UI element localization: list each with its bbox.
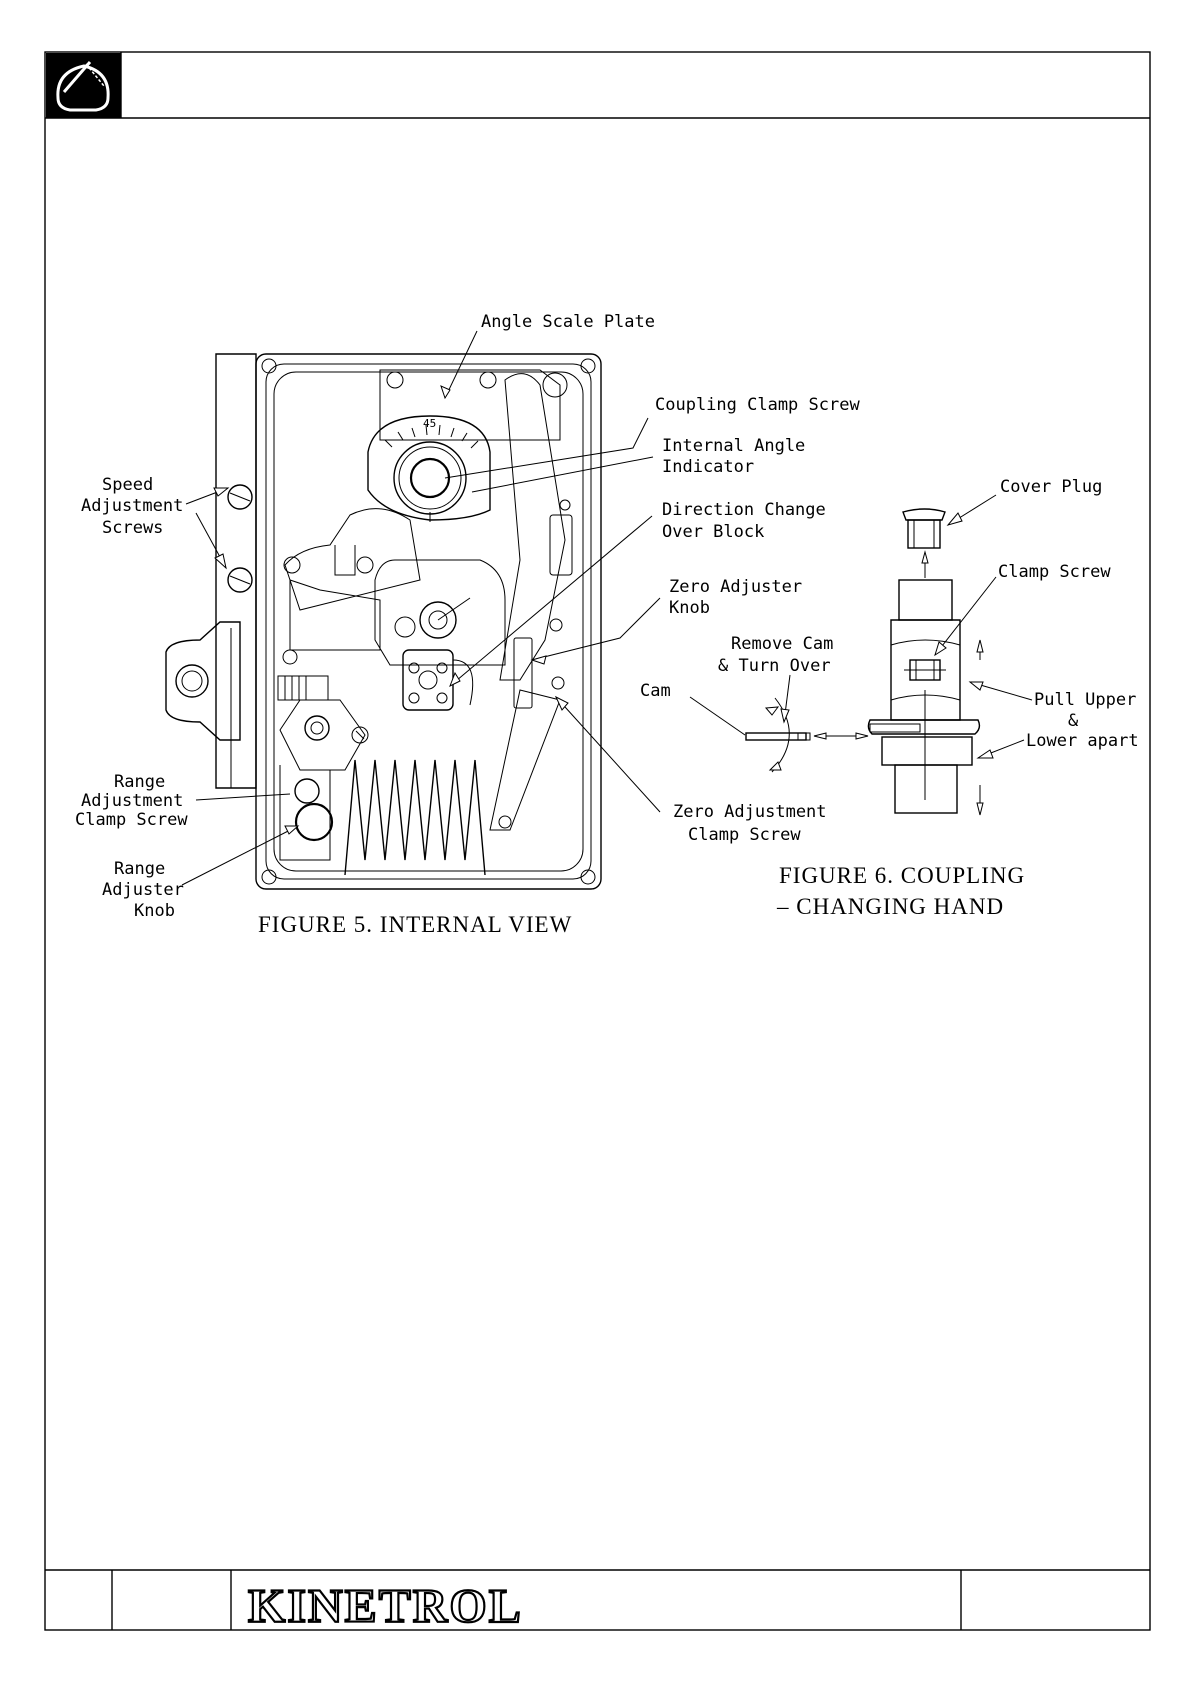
label-remove-cam-2: & Turn Over	[718, 656, 831, 676]
scale-mark: 45	[423, 417, 436, 430]
label-direction-change-1: Direction Change	[662, 500, 826, 520]
figure-5-leaders	[181, 330, 661, 886]
label-pull-upper-1: Pull Upper	[1034, 690, 1136, 710]
label-range-adjustment-clamp-1: Range	[114, 772, 165, 792]
footer-brand: KINETROL	[248, 1580, 523, 1633]
figure-5-caption: FIGURE 5. INTERNAL VIEW	[258, 912, 572, 937]
figure-6-coupling: Cover Plug Clamp Screw Remove Cam & Turn…	[640, 477, 1139, 919]
label-cam: Cam	[640, 681, 671, 701]
label-range-adjuster-knob-2: Adjuster	[102, 880, 184, 900]
label-speed-adjustment-3: Screws	[102, 518, 163, 538]
label-speed-adjustment-2: Adjustment	[81, 496, 183, 516]
label-coupling-clamp-screw: Coupling Clamp Screw	[655, 395, 860, 415]
label-internal-angle-indicator-2: Indicator	[662, 457, 754, 477]
figure-6-leaders	[689, 494, 1033, 759]
kinetrol-emblem-icon	[46, 53, 121, 118]
label-angle-scale-plate: Angle Scale Plate	[481, 312, 655, 332]
figure-6-caption-2: – CHANGING HAND	[776, 894, 1004, 919]
label-zero-adjuster-knob-2: Knob	[669, 598, 710, 618]
label-range-adjuster-knob-3: Knob	[134, 901, 175, 921]
title-block-frame	[44, 51, 1151, 1631]
label-zero-adjustment-clamp-2: Clamp Screw	[688, 825, 801, 845]
label-zero-adjuster-knob-1: Zero Adjuster	[669, 577, 802, 597]
label-range-adjustment-clamp-2: Adjustment	[81, 791, 183, 811]
label-clamp-screw: Clamp Screw	[998, 562, 1111, 582]
label-cover-plug: Cover Plug	[1000, 477, 1102, 497]
figure-6-caption-1: FIGURE 6. COUPLING	[779, 863, 1025, 888]
label-direction-change-2: Over Block	[662, 522, 764, 542]
label-remove-cam-1: Remove Cam	[731, 634, 833, 654]
label-zero-adjustment-clamp-1: Zero Adjustment	[673, 802, 827, 822]
label-speed-adjustment-1: Speed	[102, 475, 153, 495]
label-internal-angle-indicator-1: Internal Angle	[662, 436, 805, 456]
figure-5-internal-view: 45	[75, 312, 860, 937]
label-pull-upper-2: &	[1068, 711, 1079, 731]
label-pull-upper-3: Lower apart	[1026, 731, 1139, 751]
label-range-adjustment-clamp-3: Clamp Screw	[75, 810, 188, 830]
label-range-adjuster-knob-1: Range	[114, 859, 165, 879]
